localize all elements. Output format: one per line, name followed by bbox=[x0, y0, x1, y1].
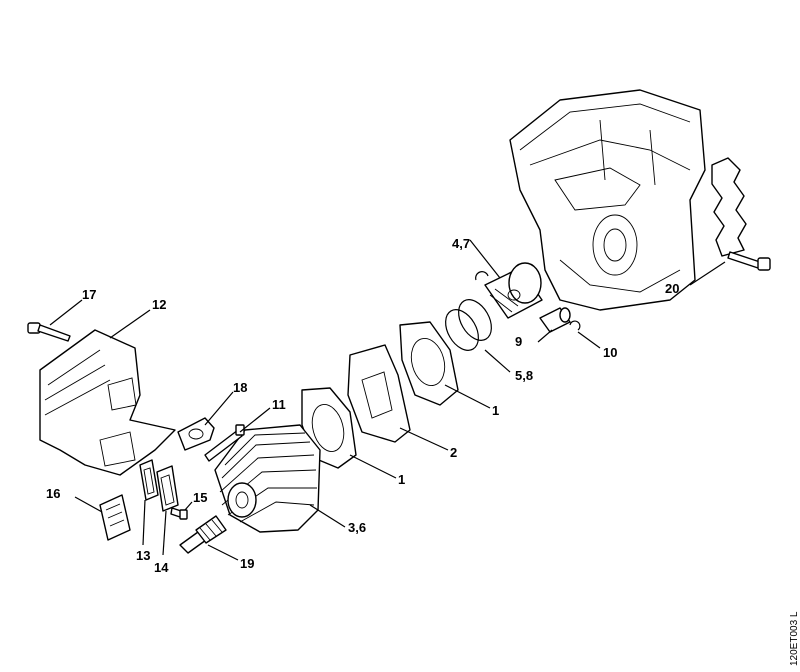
callout-18: 18 bbox=[233, 380, 247, 395]
callout-20: 20 bbox=[665, 281, 679, 296]
gasket-1-upper bbox=[399, 321, 459, 406]
circlip-small bbox=[475, 271, 489, 281]
callout-12: 12 bbox=[152, 297, 166, 312]
gasket-13 bbox=[139, 459, 159, 501]
callout-3-6: 3,6 bbox=[348, 520, 366, 535]
callout-15: 15 bbox=[193, 490, 207, 505]
screw-17 bbox=[27, 322, 71, 342]
callout-2: 2 bbox=[450, 445, 457, 460]
circlip-10 bbox=[569, 320, 581, 331]
shroud bbox=[39, 329, 176, 476]
gasket-20 bbox=[711, 157, 747, 257]
callout-1-upper: 1 bbox=[492, 403, 499, 418]
callout-14: 14 bbox=[154, 560, 169, 575]
screw-11 bbox=[204, 424, 245, 462]
callout-17: 17 bbox=[82, 287, 96, 302]
screw-15 bbox=[170, 507, 188, 520]
part-16 bbox=[99, 494, 131, 541]
callout-4-7: 4,7 bbox=[452, 236, 470, 251]
gasket-14 bbox=[156, 465, 179, 512]
leader-lines bbox=[49, 239, 726, 561]
callout-13: 13 bbox=[136, 548, 150, 563]
piston bbox=[484, 262, 543, 319]
callout-19: 19 bbox=[240, 556, 254, 571]
piston-pin bbox=[539, 307, 571, 333]
crankcase bbox=[509, 89, 706, 311]
callout-16: 16 bbox=[46, 486, 60, 501]
spark-plug bbox=[179, 515, 227, 554]
spacer-2 bbox=[347, 344, 411, 443]
piston-rings bbox=[445, 299, 492, 351]
callout-10: 10 bbox=[603, 345, 617, 360]
callout-1-lower: 1 bbox=[398, 472, 405, 487]
gasket-18 bbox=[177, 417, 215, 451]
callout-5-8: 5,8 bbox=[515, 368, 533, 383]
callout-11: 11 bbox=[272, 397, 286, 412]
callout-9: 9 bbox=[515, 334, 522, 349]
drawing-reference: 120ET003 L bbox=[789, 611, 800, 666]
screw-20 bbox=[727, 251, 771, 271]
